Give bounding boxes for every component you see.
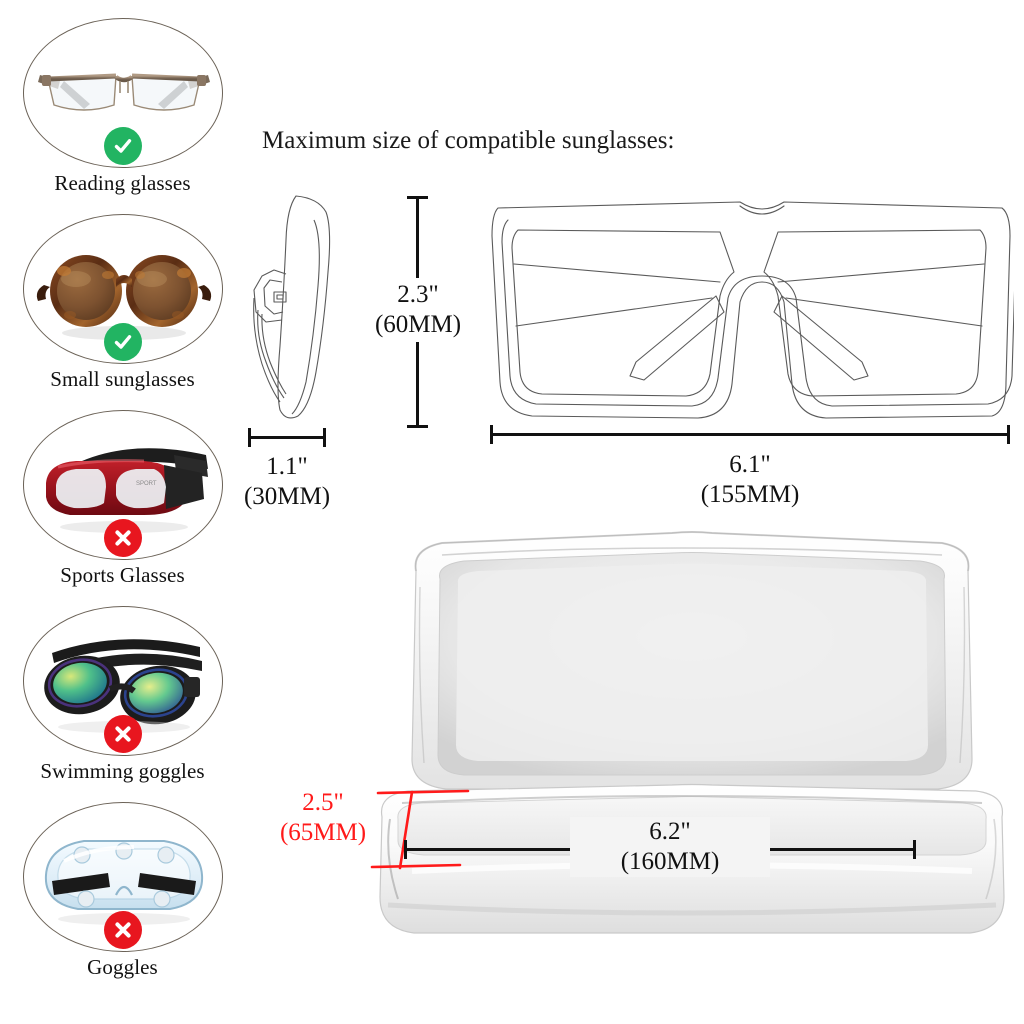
cross-icon [103, 519, 142, 557]
compat-oval [22, 606, 224, 757]
glasses-height-mm: (60MM) [374, 311, 462, 338]
compat-oval [22, 18, 224, 169]
compat-item-label: Swimming goggles [40, 759, 205, 783]
glasses-depth-inches: 1.1" [266, 453, 308, 480]
compat-item-goggles: Goggles [0, 802, 245, 980]
small-sunglasses-image [24, 215, 224, 365]
compat-item-label: Goggles [87, 955, 158, 979]
compat-item-reading-glasses: Reading glasses [0, 18, 245, 196]
swimming-goggles-image [24, 607, 224, 757]
glasses-depth-label: 1.1" (30MM) [228, 452, 346, 512]
case-width-label: 6.2" (160MM) [570, 817, 770, 877]
check-icon [103, 127, 142, 165]
compat-item-label: Small sunglasses [50, 367, 195, 391]
sunglasses-side-profile-drawing [252, 186, 348, 428]
check-icon [103, 323, 142, 361]
glasses-width-inches: 6.1" [729, 451, 771, 478]
case-height-marker [350, 780, 480, 885]
compatibility-list: Reading glasses [0, 18, 245, 1003]
glasses-depth-mm: (30MM) [243, 483, 331, 510]
compat-oval: SPORT [22, 410, 224, 561]
glasses-depth-rule [248, 428, 326, 447]
compat-item-swimming-goggles: Swimming goggles [0, 606, 245, 784]
compat-item-small-sunglasses: Small sunglasses [0, 214, 245, 392]
svg-text:SPORT: SPORT [136, 481, 157, 487]
compat-item-sports-glasses: SPORT Sports Glasses [0, 410, 245, 588]
glasses-width-label: 6.1" (155MM) [650, 450, 850, 510]
case-height-label: 2.5" (65MM) [248, 788, 398, 848]
safety-goggles-image [24, 803, 224, 953]
compat-item-label: Reading glasses [54, 171, 191, 195]
compat-oval [22, 214, 224, 365]
compat-oval [22, 802, 224, 953]
glasses-height-label: 2.3" (60MM) [368, 278, 468, 342]
case-width-inches: 6.2" [649, 818, 691, 845]
case-width-mm: (160MM) [620, 848, 720, 875]
reading-glasses-image [24, 19, 224, 169]
cross-icon [103, 911, 142, 949]
sports-glasses-image: SPORT [24, 411, 224, 561]
compat-item-label: Sports Glasses [60, 563, 185, 587]
glasses-width-mm: (155MM) [700, 481, 800, 508]
case-height-inches: 2.5" [302, 789, 344, 816]
case-height-mm: (65MM) [279, 819, 367, 846]
glasses-height-inches: 2.3" [397, 281, 439, 308]
sunglasses-front-drawing [484, 186, 1017, 428]
cross-icon [103, 715, 142, 753]
page-title: Maximum size of compatible sunglasses: [262, 127, 675, 154]
glasses-width-rule [490, 425, 1010, 444]
